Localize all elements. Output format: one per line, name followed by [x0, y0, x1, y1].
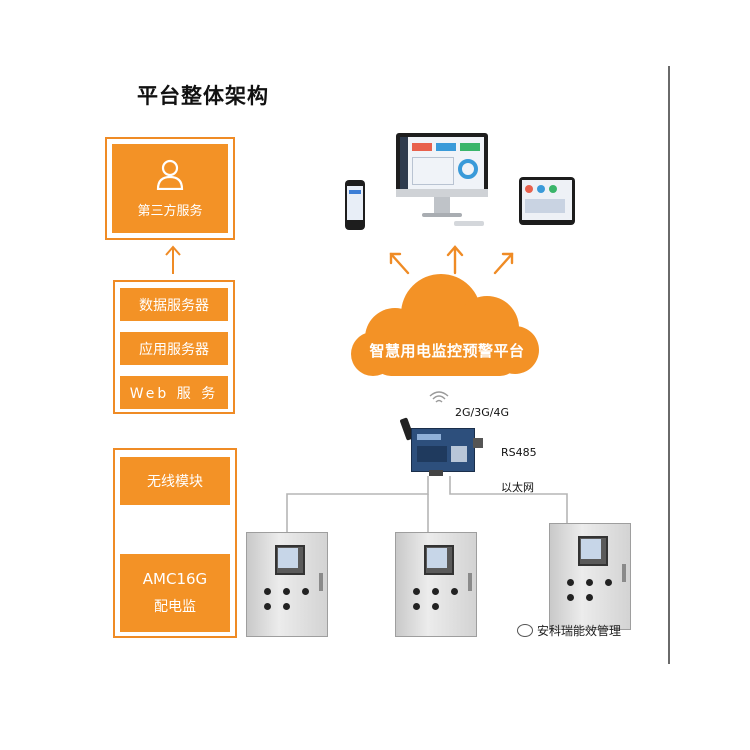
- bus-label: RS485: [501, 446, 537, 459]
- desktop-monitor-icon: [396, 133, 488, 231]
- wifi-signal-icon: [429, 391, 449, 403]
- app-server-label: 应用服务器: [139, 341, 209, 358]
- data-server-label: 数据服务器: [139, 297, 209, 314]
- device-model-label: AMC16G: [142, 570, 208, 588]
- amc16g-box: AMC16G 配电监: [120, 554, 230, 632]
- divider-line: [668, 66, 670, 664]
- watermark-label: 安科瑞能效管理: [537, 624, 622, 638]
- third-party-box: 第三方服务: [112, 144, 228, 233]
- data-server-box: 数据服务器: [120, 288, 228, 321]
- cabinet-2: [395, 532, 477, 637]
- gateway-icon: [399, 417, 489, 476]
- third-party-label: 第三方服务: [137, 204, 203, 219]
- device-model-sub: 配电监: [154, 599, 196, 615]
- tablet-icon: [519, 177, 575, 225]
- page-title: 平台整体架构: [137, 84, 269, 108]
- watermark: 安科瑞能效管理: [517, 622, 621, 639]
- connection-lines: [286, 476, 568, 532]
- web-service-box: Web 服 务: [120, 376, 228, 409]
- user-icon: [156, 159, 184, 190]
- cabinet-3: [549, 523, 631, 630]
- arrows-to-clients: [389, 245, 514, 275]
- app-server-box: 应用服务器: [120, 332, 228, 365]
- web-service-label: Web 服 务: [129, 385, 219, 402]
- phone-icon: [345, 180, 365, 230]
- wireless-module-label: 无线模块: [147, 474, 203, 490]
- third-party-frame: 第三方服务: [105, 137, 235, 240]
- cloud-icon: [351, 274, 539, 376]
- cloud-label: 智慧用电监控预警平台: [369, 342, 525, 360]
- network-label: 2G/3G/4G: [455, 406, 509, 419]
- arrow-up-icon: [165, 245, 181, 274]
- wireless-module-box: 无线模块: [120, 457, 230, 505]
- cabinet-1: [246, 532, 328, 637]
- ethernet-label: 以太网: [501, 481, 534, 494]
- wechat-icon: [517, 624, 533, 637]
